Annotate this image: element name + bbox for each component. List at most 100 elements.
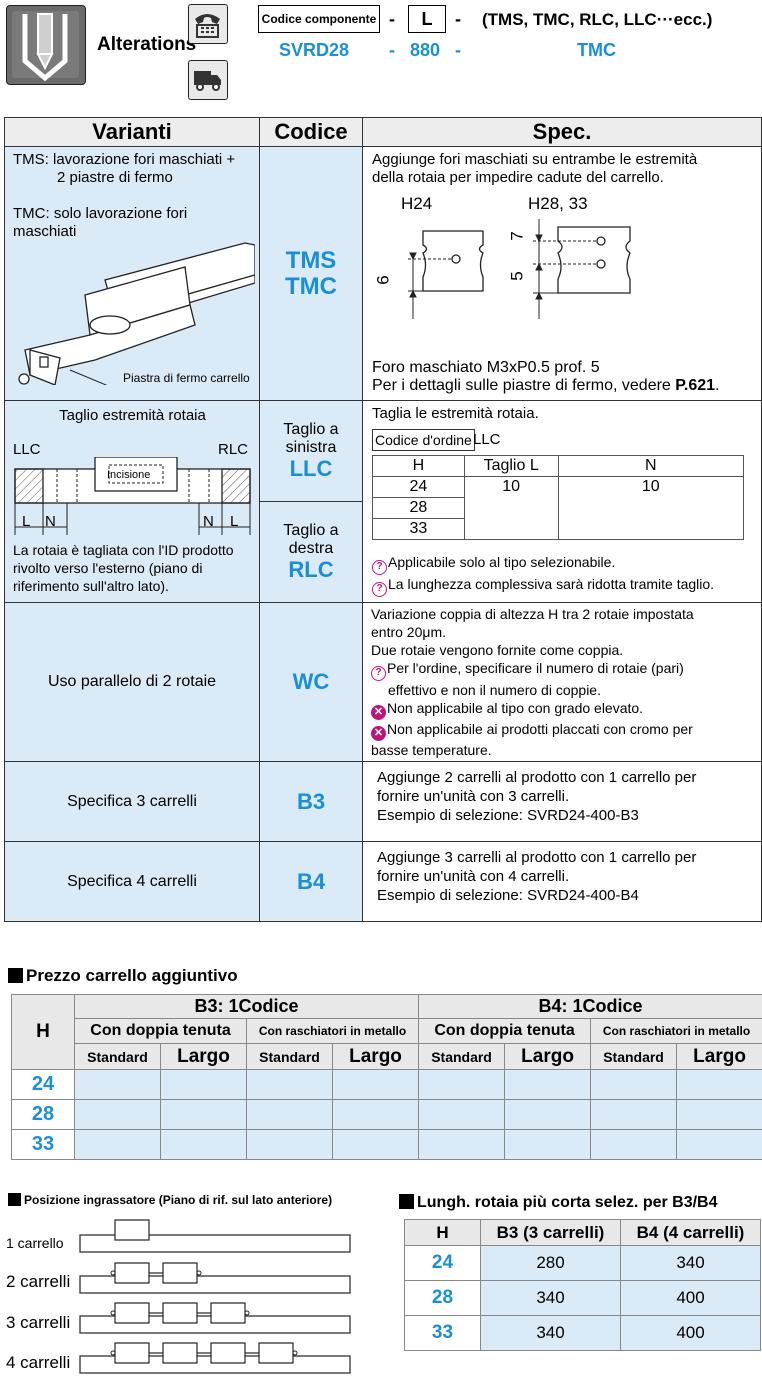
dim-6: 6	[373, 275, 393, 285]
price-cell	[504, 1069, 592, 1100]
col-largo: Largo	[331, 1043, 420, 1070]
price-table-title: Prezzo carrello aggiuntivo	[8, 966, 238, 986]
wc-line-7: ✕Non applicabile ai prodotti placcati co…	[371, 720, 753, 741]
rail-header-h: H	[404, 1219, 481, 1246]
dim-7: 7	[507, 231, 527, 241]
rail-row-h: 33	[404, 1315, 481, 1351]
price-cell	[590, 1129, 678, 1160]
grease-label-2: 2 carrelli	[6, 1272, 71, 1291]
example-code: SVRD28	[279, 40, 350, 60]
tmc-line-1: TMC: solo lavorazione fori	[13, 205, 188, 222]
fig-h28-title: H28, 33	[528, 194, 588, 213]
info-icon: ?	[371, 666, 386, 681]
inner-header-h: H	[372, 455, 465, 477]
wc-variant-cell: Uso parallelo di 2 rotaie	[4, 602, 260, 762]
example-option: TMC	[577, 40, 616, 60]
cut-note-1: La rotaia è tagliata con l'ID prodotto	[13, 542, 234, 558]
rail-row-b3: 340	[480, 1280, 621, 1316]
b3-code-cell: B3	[259, 761, 363, 842]
price-h-header: H	[11, 994, 75, 1070]
b3-line-3: Esempio di selezione: SVRD24-400-B3	[377, 807, 639, 824]
tms-spec-line-2: della rotaia per impedire cadute del car…	[372, 169, 664, 186]
inner-h-33: 33	[372, 518, 465, 540]
b3-group-header: B3: 1Codice	[73, 994, 420, 1019]
cut-variant-title: Taglio estremità rotaia	[59, 407, 206, 424]
wc-spec-cell: Variazione coppia di altezza H tra 2 rot…	[362, 602, 762, 762]
rail-title-text: Lungh. rotaia più corta selez. per B3/B4	[417, 1194, 718, 1211]
grease-label-4: 4 carrelli	[6, 1353, 71, 1372]
price-cell	[676, 1129, 762, 1160]
price-cell	[504, 1099, 592, 1130]
tms-code-cell: TMS TMC	[259, 146, 363, 401]
tms-code: TMS	[285, 246, 337, 274]
inner-header-l: Taglio L	[463, 455, 559, 477]
part-code-box: Codice componente	[258, 5, 380, 33]
rail-row-b3: 340	[480, 1315, 621, 1351]
wc-variant: Uso parallelo di 2 rotaie	[47, 673, 217, 690]
alterations-icon	[6, 5, 86, 85]
grease-title-text: Posizione ingrassatore (Piano di rif. su…	[24, 1193, 333, 1207]
header-varianti: Varianti	[4, 117, 260, 147]
wc-line-4-text: Per l'ordine, specificare il numero di r…	[387, 660, 684, 676]
price-cell	[331, 1099, 420, 1130]
inner-header-n: N	[557, 455, 745, 477]
price-cell	[246, 1069, 333, 1100]
b3-variant: Specifica 3 carrelli	[67, 792, 197, 810]
b3-line-1: Aggiunge 2 carrelli al prodotto con 1 ca…	[377, 769, 697, 786]
header-dash-2: -	[455, 9, 461, 29]
price-cell	[246, 1099, 333, 1130]
price-cell	[331, 1129, 420, 1160]
example-dash-1: -	[389, 40, 395, 60]
tmc-code: TMC	[285, 272, 337, 300]
wc-code-cell: WC	[259, 602, 363, 762]
order-code-box: Codice d'ordine	[372, 429, 475, 451]
tms-spec-line-4: Per i dettagli sulle piastre di fermo, v…	[372, 377, 719, 395]
b4-group-header: B4: 1Codice	[418, 994, 762, 1019]
cut-dimension-table: H Taglio L N 24 10 10 28 33	[372, 455, 745, 540]
b4-line-1: Aggiunge 3 carrelli al prodotto con 1 ca…	[377, 849, 697, 866]
rail-table-title: Lungh. rotaia più corta selez. per B3/B4	[399, 1194, 718, 1212]
price-cell	[418, 1099, 506, 1130]
b4-code-cell: B4	[259, 841, 363, 922]
header-dash: -	[389, 9, 395, 29]
cut-spec-line-1: Taglia le estremità rotaia.	[372, 405, 539, 422]
tms-spec-line-1: Aggiunge fori maschiati su entrambe le e…	[372, 151, 698, 168]
dim-n-left: N	[45, 513, 56, 530]
rlc-code-cell: Taglio a destra RLC	[259, 501, 363, 603]
b3-line-2: fornire un'unità con 3 carrelli.	[377, 788, 570, 805]
page-ref[interactable]: P.621	[675, 377, 716, 394]
dim-5: 5	[507, 271, 527, 281]
example-length: 880	[410, 40, 441, 60]
example-dash-2: -	[455, 40, 461, 60]
col-largo: Largo	[676, 1043, 762, 1070]
grease-position-diagram	[79, 1219, 351, 1374]
inner-h-24: 24	[372, 476, 465, 498]
rail-row-b4: 340	[620, 1245, 761, 1281]
prohibited-icon: ✕	[371, 726, 386, 741]
tms-spec-cell: Aggiunge fori maschiati su entrambe le e…	[362, 146, 762, 401]
b3-spec-cell: Aggiunge 2 carrelli al prodotto con 1 ca…	[362, 761, 762, 842]
b4-code: B4	[296, 868, 326, 894]
dim-n-right: N	[203, 513, 214, 530]
b3-seal-double: Con doppia tenuta	[74, 1018, 247, 1044]
price-cell	[74, 1069, 161, 1100]
price-cell	[590, 1069, 678, 1100]
dim-l-left: L	[22, 513, 31, 530]
price-cell	[590, 1099, 678, 1130]
wc-code: WC	[292, 669, 330, 694]
wc-line-8: basse temperature.	[371, 742, 492, 758]
b3-variant-cell: Specifica 3 carrelli	[4, 761, 260, 842]
inner-n-value: 10	[557, 476, 745, 540]
order-code-value: LLC	[473, 431, 501, 448]
tms-spec-ref-end: .	[715, 377, 720, 394]
rail-row-b4: 400	[620, 1280, 761, 1316]
b4-seal-metal: Con raschiatori in metallo	[590, 1018, 762, 1044]
wc-line-7-text: Non applicabile ai prodotti placcati con…	[387, 721, 693, 737]
rail-header-b3: B3 (3 carrelli)	[480, 1219, 621, 1246]
inner-l-value: 10	[463, 476, 559, 540]
phone-fax-icon	[188, 4, 228, 44]
rail-cut-diagram	[14, 457, 251, 535]
b4-seal-double: Con doppia tenuta	[418, 1018, 592, 1044]
cut-note-3: riferimento sull'altro lato).	[13, 578, 169, 594]
price-table: H B3: 1Codice B4: 1Codice Con doppia ten…	[11, 994, 762, 1160]
